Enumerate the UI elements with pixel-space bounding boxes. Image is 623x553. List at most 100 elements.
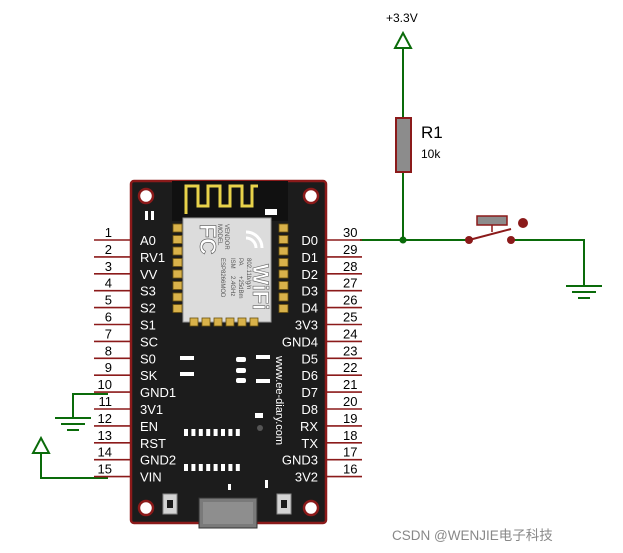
module-pad — [278, 235, 289, 244]
pin-number: 6 — [105, 310, 112, 325]
module-pad — [278, 246, 289, 256]
module-pa-text: PA — [237, 258, 243, 266]
pin-number: 16 — [343, 462, 357, 477]
esp8266-module: FC MODEL VENDOR ESP8266MOD ISM 2.4GHz PA… — [172, 217, 289, 327]
ground-right-icon — [566, 285, 602, 299]
chip-leg — [235, 464, 240, 471]
mount-hole-icon — [302, 499, 320, 517]
pin-number: 13 — [98, 428, 112, 443]
vin-power-arrow-icon — [31, 435, 51, 454]
module-pad — [172, 281, 183, 290]
pin-label: S1 — [140, 318, 156, 333]
supply-terminal: +3.3V — [386, 11, 418, 49]
pin-label: GND2 — [140, 453, 176, 468]
pin-number: 24 — [343, 326, 357, 341]
chip-leg — [184, 429, 188, 436]
pin-number: 2 — [105, 242, 112, 257]
pin-number: 12 — [98, 411, 112, 426]
pin-number: 30 — [343, 225, 357, 240]
module-pad — [172, 304, 183, 313]
module-pad — [213, 317, 223, 327]
antenna-marker — [265, 209, 277, 215]
module-pad — [278, 269, 289, 279]
pin-number: 9 — [105, 360, 112, 375]
switch-lever — [468, 228, 512, 241]
pin-number: 1 — [105, 225, 112, 240]
chip-leg — [206, 464, 211, 471]
board-marker — [228, 484, 231, 490]
pin-label: D2 — [301, 267, 318, 282]
resistor-body — [395, 117, 412, 173]
chip-leg — [213, 429, 218, 436]
board-marker — [151, 211, 154, 220]
module-std-text: 802.11b/g/n — [245, 258, 251, 289]
usb-connector-face — [203, 502, 253, 524]
ground-left-icon — [55, 417, 91, 431]
pin-label: RX — [300, 419, 318, 434]
module-pad — [278, 292, 289, 302]
led-icon — [257, 425, 263, 431]
watermark: CSDN @WENJIE电子科技 — [392, 528, 553, 543]
module-model-text: MODEL — [216, 224, 222, 246]
pin-label: RST — [140, 436, 166, 451]
pin-label: GND3 — [282, 453, 318, 468]
vendor-tag: FC — [195, 224, 221, 255]
module-pad — [172, 246, 183, 256]
mount-hole-icon — [302, 187, 320, 205]
pin-number: 20 — [343, 394, 357, 409]
pin-label: RV1 — [140, 250, 165, 265]
pin-label: D0 — [301, 233, 318, 248]
chip-leg — [221, 464, 225, 471]
pin-label: A0 — [140, 233, 156, 248]
pin-number: 18 — [343, 428, 357, 443]
pin-label: SK — [140, 368, 158, 383]
gnd1-wire — [72, 393, 108, 418]
module-pad — [249, 317, 259, 327]
resistor-value: 10k — [421, 147, 441, 161]
pin-label: VIN — [140, 470, 162, 485]
smd-pad — [236, 357, 246, 362]
push-button — [465, 215, 528, 244]
smd-pad — [236, 368, 246, 373]
module-pad — [278, 223, 289, 233]
module-pad — [225, 317, 235, 327]
wifi-icon — [245, 230, 264, 249]
module-pad — [237, 317, 247, 327]
pin-label: D1 — [301, 250, 318, 265]
pin-label: 3V2 — [295, 470, 318, 485]
pin-number: 28 — [343, 259, 357, 274]
pin-number: 23 — [343, 343, 357, 358]
chip-leg — [191, 464, 196, 471]
pin-number: 10 — [98, 377, 112, 392]
regulator-body — [252, 359, 270, 379]
pin-number: 25 — [343, 310, 357, 325]
module-chip-text: ESP8266MOD — [219, 258, 225, 298]
chip-leg — [213, 464, 218, 471]
wires — [40, 48, 585, 479]
chip-legs — [184, 429, 240, 471]
module-pad — [172, 292, 183, 302]
pin-label: D4 — [301, 301, 318, 316]
pin-label: SC — [140, 334, 158, 349]
pin-label: D7 — [301, 385, 318, 400]
chip-body — [180, 436, 244, 464]
button-cap-dot — [518, 218, 528, 228]
reset-button-cap — [167, 500, 173, 508]
module-freq-text: 2.4GHz — [229, 276, 235, 296]
chip-leg — [221, 429, 225, 436]
pin-label: D5 — [301, 351, 318, 366]
pin-label: D6 — [301, 368, 318, 383]
pin-number: 26 — [343, 293, 357, 308]
pin-number: 22 — [343, 360, 357, 375]
module-pad — [278, 281, 289, 290]
website-text: www.ee-diary.com — [273, 355, 285, 445]
pin-number: 11 — [99, 394, 113, 409]
module-pad — [172, 269, 183, 279]
pin-number: 29 — [343, 242, 357, 257]
chip-leg — [228, 429, 233, 436]
